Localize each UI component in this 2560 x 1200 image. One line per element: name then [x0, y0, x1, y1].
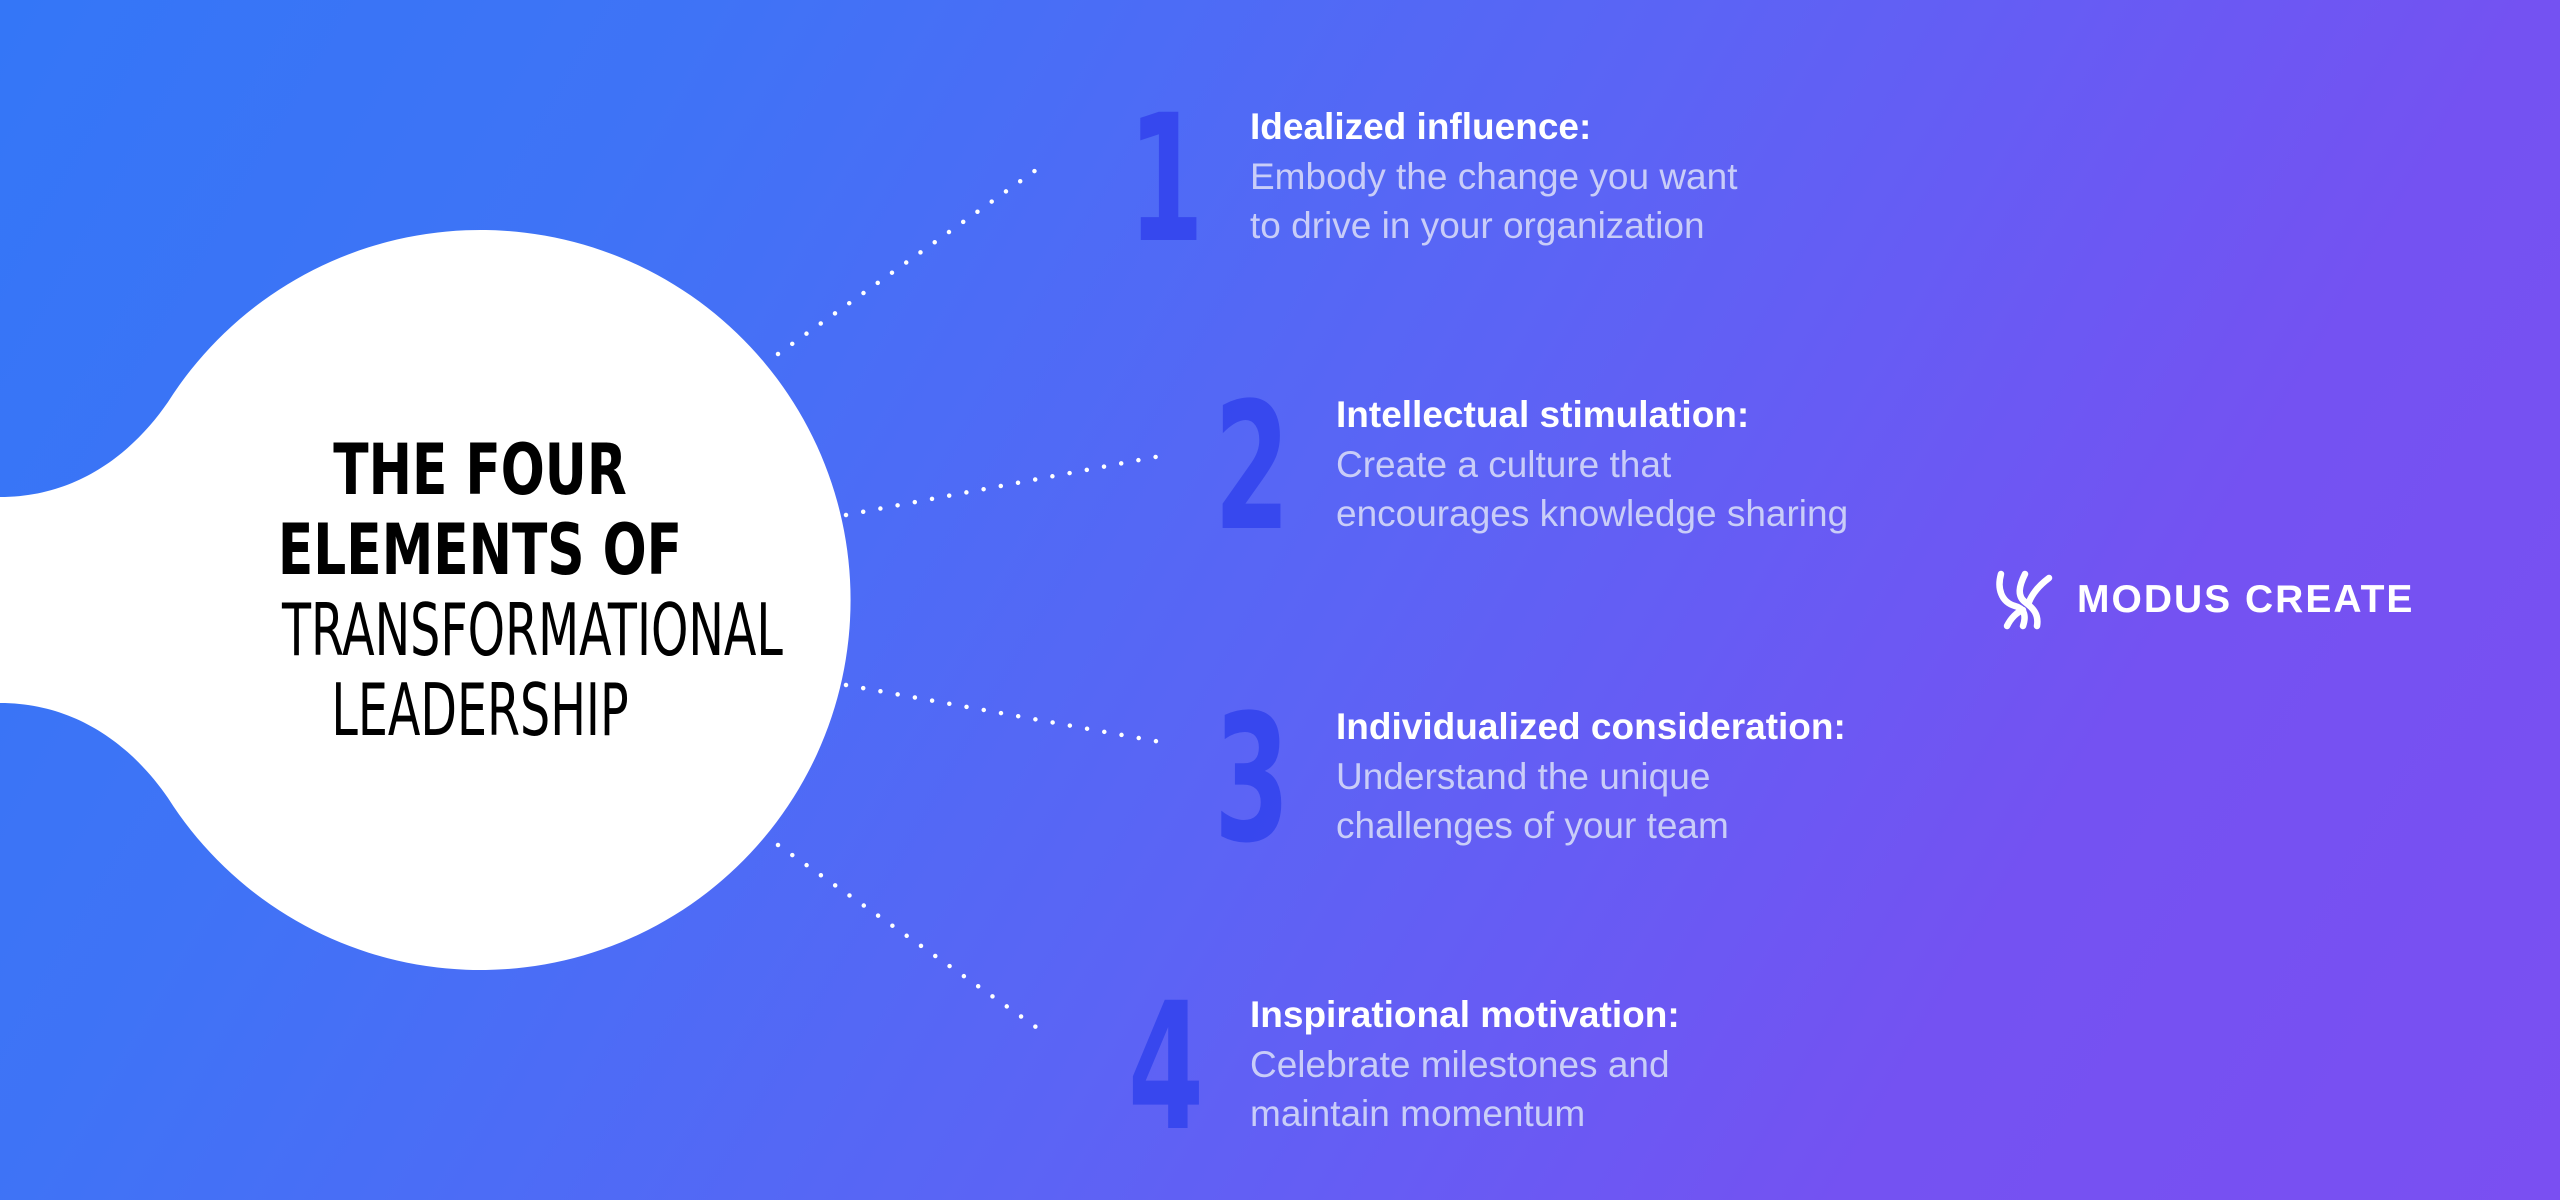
element-description-line-1: Understand the unique	[1336, 756, 1711, 797]
brand-name: MODUS CREATE	[2077, 578, 2415, 621]
title-line-2: ELEMENTS OF	[277, 509, 683, 591]
element-text: Individualized consideration: Understand…	[1336, 702, 2096, 850]
element-heading-name: Intellectual stimulation	[1336, 394, 1737, 435]
title-line-1: THE FOUR	[333, 429, 627, 511]
element-description-line-1: Create a culture that	[1336, 444, 1672, 485]
connector-lines	[775, 162, 1169, 1035]
element-description-line-2: challenges of your team	[1336, 805, 1729, 846]
element-heading-name: Individualized consideration	[1336, 706, 1834, 747]
element-heading-colon: :	[1736, 394, 1750, 435]
title-line-4: LEADERSHIP	[331, 668, 629, 752]
element-description-line-1: Embody the change you want	[1250, 156, 1738, 197]
element-heading-colon: :	[1578, 106, 1592, 147]
element-heading: Idealized influence:	[1250, 102, 2010, 152]
element-number: 2	[1214, 365, 1290, 570]
connector-line-2	[843, 452, 1169, 518]
element-description: Celebrate milestones and maintain moment…	[1250, 1040, 2010, 1138]
element-description-line-2: encourages knowledge sharing	[1336, 493, 1849, 534]
element-description: Create a culture that encourages knowled…	[1336, 440, 2096, 538]
title-line-3: TRANSFORMATIONAL	[282, 588, 783, 672]
connector-line-1	[775, 162, 1046, 357]
element-description-line-2: to drive in your organization	[1250, 205, 1705, 246]
element-number: 1	[1128, 77, 1204, 282]
element-text: Idealized influence: Embody the change y…	[1250, 102, 2010, 250]
element-heading: Individualized consideration:	[1336, 702, 2096, 752]
element-heading-name: Idealized influence	[1250, 106, 1579, 147]
element-number: 4	[1128, 965, 1204, 1170]
connector-line-4	[775, 842, 1046, 1035]
title-circle-blob	[0, 230, 851, 970]
element-description-line-2: maintain momentum	[1250, 1093, 1586, 1134]
element-description: Embody the change you want to drive in y…	[1250, 152, 2010, 250]
element-heading: Inspirational motivation:	[1250, 990, 2010, 1040]
element-description: Understand the unique challenges of your…	[1336, 752, 2096, 850]
element-text: Inspirational motivation: Celebrate mile…	[1250, 990, 2010, 1138]
element-description-line-1: Celebrate milestones and	[1250, 1044, 1670, 1085]
connector-line-3	[843, 682, 1169, 746]
element-number: 3	[1214, 677, 1290, 882]
element-text: Intellectual stimulation: Create a cultu…	[1336, 390, 2096, 538]
brand-logo: MODUS CREATE	[1993, 568, 2414, 632]
element-heading: Intellectual stimulation:	[1336, 390, 2096, 440]
infographic-title: THE FOUR ELEMENTS OF TRANSFORMATIONAL LE…	[180, 429, 783, 752]
element-heading-colon: :	[1833, 706, 1846, 747]
modus-create-logo-icon	[1996, 570, 2053, 630]
element-heading-colon: :	[1667, 994, 1680, 1035]
element-heading-name: Inspirational motivation	[1250, 994, 1668, 1035]
